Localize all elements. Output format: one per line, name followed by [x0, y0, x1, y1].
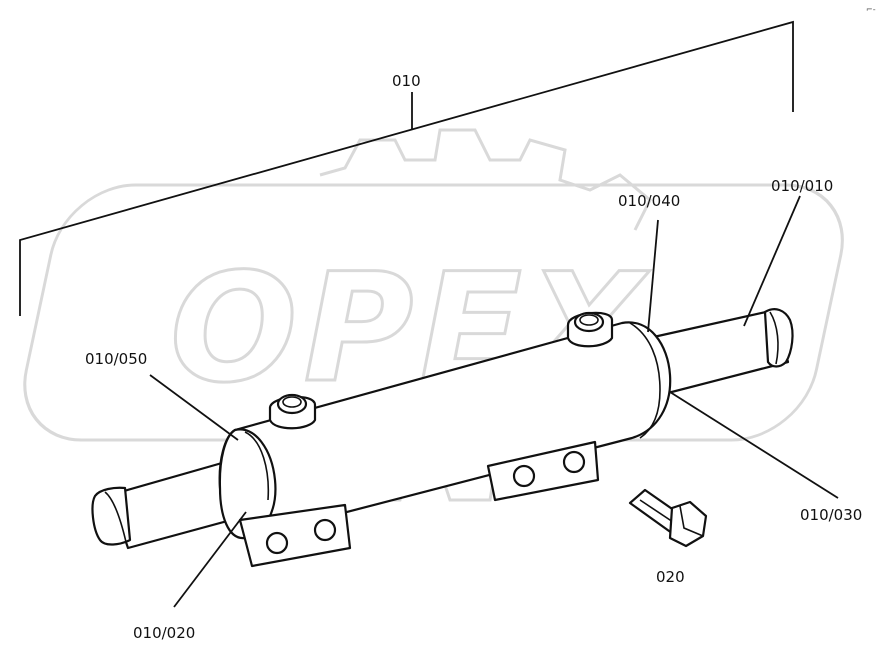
- leader-010-020: [173, 511, 247, 608]
- port-fitting-left: [268, 393, 317, 430]
- leader-010-030: [669, 391, 839, 499]
- callout-020: 020: [656, 568, 685, 586]
- callout-010-010: 010/010: [771, 177, 833, 195]
- leader-010-010: [743, 195, 801, 327]
- mount-block-right: [486, 440, 600, 502]
- callout-010-020: 010/020: [133, 624, 195, 642]
- leader-010-050: [149, 374, 239, 441]
- mount-block-left: [238, 503, 352, 568]
- corner-mark: ⌐-: [866, 5, 876, 14]
- callout-010-030: 010/030: [800, 506, 862, 524]
- right-piston-rod: [638, 308, 794, 397]
- port-fitting-right: [566, 311, 614, 348]
- bolt-part: [628, 488, 708, 548]
- assembly-bracket: [19, 20, 794, 316]
- callout-010-050: 010/050: [85, 350, 147, 368]
- callout-010-040: 010/040: [618, 192, 680, 210]
- leader-010-040: [647, 219, 659, 333]
- gear-watermark-icon: [319, 128, 652, 231]
- cylinder-barrel: [218, 321, 672, 540]
- callout-010: 010: [392, 72, 421, 90]
